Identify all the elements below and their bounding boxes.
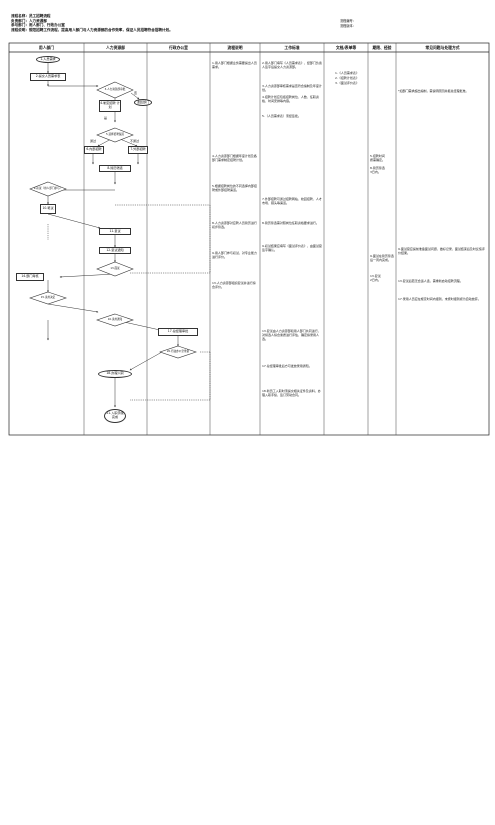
explanation-2: 4.人力资源部门根据年度计划及各部门需求制定招聘计划。	[212, 154, 257, 162]
node-second-interview: 11.复试	[99, 228, 131, 235]
timing-4: 13.复试 2日内。	[370, 274, 381, 282]
process-description: 流程说明：规范招聘工作流程，提高用人部门与人力资源部的合作效率，保证人员招聘符合…	[11, 27, 173, 32]
process-version: 流程版本：	[340, 23, 356, 28]
column-header-requesting-dept: 用人部门	[38, 44, 55, 50]
standard-7: 9.初试结果应填写《面试评价表》，由面试官签字确认。	[262, 244, 322, 252]
document-1: 1.《人员需求表》	[335, 71, 359, 75]
column-header-documents: 文档/表单等	[335, 44, 357, 50]
node-interview-notice: 12.复试通知	[99, 247, 131, 254]
column-header-admin-office: 行政办公室	[169, 44, 188, 50]
standard-6: 8.简历筛选需对照岗位任职资格要求进行。	[262, 221, 319, 225]
node-start: 1.人员需求	[36, 56, 60, 63]
explanation-5: 9.用人部门参与初试，对专业能力进行评价。	[212, 251, 257, 259]
document-2: 2.《招聘计划表》	[335, 76, 359, 80]
label-fail: 不通过	[130, 139, 140, 143]
owner-department: 负责部门：人力资源部	[11, 18, 47, 23]
node-choose-channel: 5.选择招聘渠道	[105, 133, 125, 137]
timing-1: 5.招聘时间 按需确定。	[370, 154, 386, 162]
standard-1: 2.用人部门填写《人员需求表》，经部门负责人签字后提交人力资源部。	[262, 61, 322, 69]
standard-8: 13.复试由人力资源部和用人部门共同进行，对候选人综合素质进行评估，确定拟录用人…	[262, 329, 321, 341]
standard-4: 5.（人员需求表）须经签批。	[262, 114, 301, 118]
explanation-4: 8.人力资源部对应聘人员简历进行初步筛选。	[212, 221, 257, 229]
node-admin-prep: 20.行政办公室准备	[166, 350, 190, 354]
explanation-3: 5.根据招聘岗位的不同选择内部招聘或外部招聘渠道。	[212, 184, 257, 192]
column-header-explanation: 流程说明	[227, 44, 243, 50]
issue-1: *如部门需求超出编制，需说明原因并报总经理批准。	[398, 89, 469, 93]
column-header-hr: 人力资源部	[106, 44, 125, 50]
column-header-standard: 工作标准	[284, 44, 300, 50]
issue-2: 9.面试官应提前准备面试问题，做好记录，面试结束后及时反馈评价结果。	[398, 247, 485, 255]
issue-3: 13.复试后若无合适人选，需重新启动招聘流程。	[398, 279, 463, 283]
timing-2: 8.简历筛选 3日内。	[370, 166, 385, 174]
issue-4: 17.录用人员应在规定时间内报到，未按时报到视为自动放弃。	[398, 297, 481, 301]
node-internal-recruit: 6.内部招聘	[84, 146, 104, 154]
standard-2: 3.人力资源部审核需求是否符合编制及年度计划。	[262, 84, 322, 92]
node-ceo-approval: 17.总经理审批	[158, 328, 198, 336]
node-onboard-complete: 21.入职手续 完成	[104, 409, 126, 423]
process-name: 流程名称：员工招聘流程	[11, 14, 51, 18]
node-hr-review-label: 3.人力资源部审批	[104, 88, 126, 92]
node-hire-process: 18.办理入职	[98, 370, 132, 378]
column-header-timing: 期限、经验	[372, 44, 392, 50]
node-make-plan: 4.制定招聘 计划	[99, 100, 121, 112]
node-external-recruit: 7.外部招聘	[128, 146, 148, 154]
node-return-dept: 退回部门	[134, 99, 152, 106]
standard-3: 4.招聘计划应包括招聘岗位、人数、任职资格、时间安排等内容。	[262, 95, 319, 103]
process-number: 流程编号：	[340, 19, 356, 23]
standard-9: 17.总经理审批后方可发放录用通知。	[262, 364, 312, 368]
node-hire-decision: 15.录用决定	[40, 296, 56, 300]
label-no: 否	[134, 91, 138, 95]
standard-5: 7.外部招聘可通过招聘网站、校园招聘、人才市场、猎头等渠道。	[262, 197, 322, 205]
node-submit-request: 2.提交人员需求表	[30, 73, 66, 81]
explanation-6: 13.人力资源部组织复试并进行综合评价。	[212, 281, 256, 289]
timing-3: 9.面试在简历筛选后一周内完成。	[370, 254, 394, 262]
node-dept-evaluation: 14.部门考核	[16, 273, 44, 281]
standard-10: 18.新员工入职时须提交相关证件及资料，办理入职手续，签订劳动合同。	[262, 389, 321, 397]
label-yes: 是	[104, 116, 108, 120]
label-pass: 通过	[90, 139, 97, 143]
node-hr-interview: 13.面试	[110, 267, 120, 271]
document-3: 3.《面试评价表》	[335, 81, 359, 85]
node-resume-screen: 8.简历筛选	[99, 165, 131, 172]
node-offer-notice: 16.录用通知	[107, 318, 123, 322]
column-header-issues: 常见问题与处理方式	[425, 44, 460, 50]
node-exam: 10.笔试	[40, 204, 56, 214]
participating-departments: 参与部门：用人部门、行政办公室	[11, 23, 65, 27]
node-first-interview: 9.初试（用人部门参与）	[33, 187, 63, 191]
explanation-1: 1.用人部门根据业务需要提出人员需求。	[212, 61, 257, 69]
